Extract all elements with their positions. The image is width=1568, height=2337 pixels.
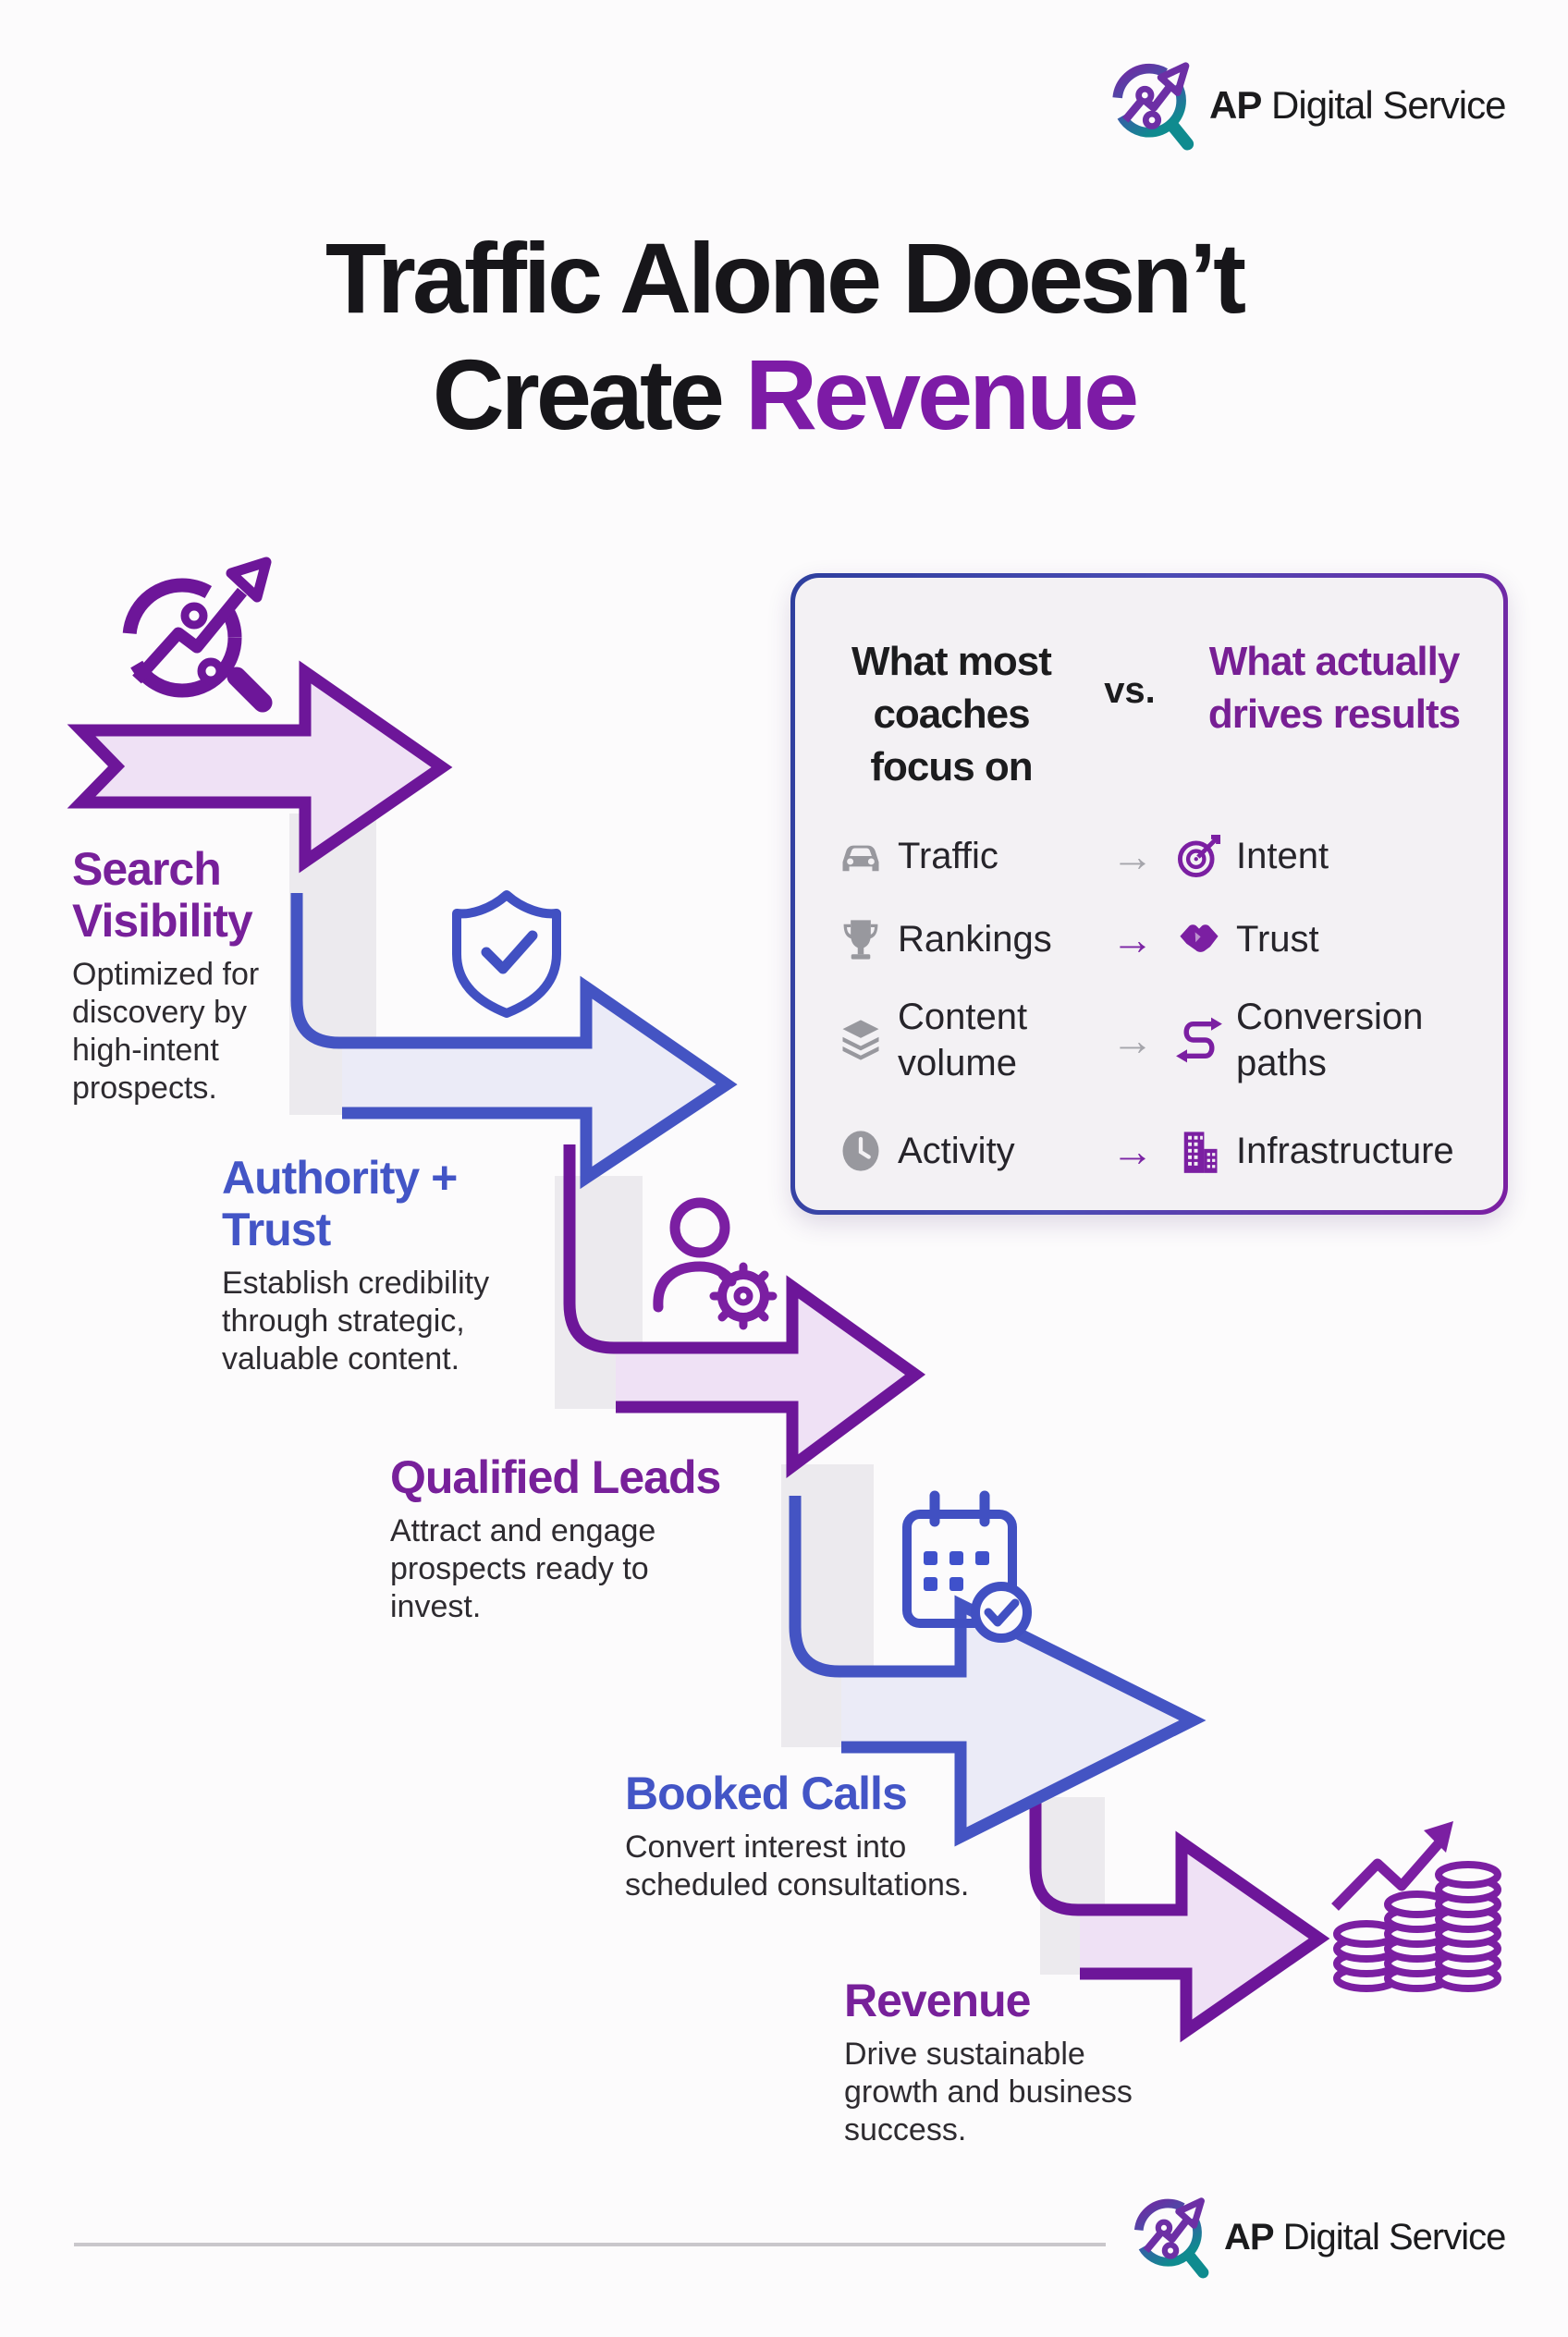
page-title: Traffic Alone Doesn’t Create Revenue	[0, 220, 1568, 453]
comparison-row: Traffic → Intent	[837, 810, 1489, 902]
step-title: Revenue	[844, 1975, 1031, 2026]
person-gear-icon	[653, 1197, 778, 1330]
row-left-label: Activity	[898, 1131, 1015, 1171]
step-title: Booked Calls	[625, 1768, 908, 1819]
step-title: Search Visibility	[72, 843, 253, 947]
arrow-step-3	[616, 1275, 926, 1478]
conversion-path-icon	[1175, 1016, 1223, 1064]
brand-bold: AP	[1224, 2216, 1275, 2257]
step-qualified-leads: Qualified Leads Attract and engage prosp…	[390, 1451, 871, 1626]
brand-rest: Digital Service	[1273, 2216, 1507, 2257]
comparison-right-header: What actually drives results	[1207, 639, 1461, 737]
row-left-label: Content volume	[898, 997, 1028, 1083]
elbow-pipe-2	[290, 893, 592, 1049]
title-line2-accent: Revenue	[744, 338, 1139, 450]
vs-label: vs.	[1104, 670, 1156, 711]
shield-check-icon	[452, 890, 561, 1018]
arrow-step-1	[67, 660, 453, 874]
handshake-icon	[1175, 915, 1223, 963]
brand-rest: Digital Service	[1261, 83, 1506, 127]
arrow-right-icon: →	[1111, 1016, 1154, 1064]
step-description: Convert interest into scheduled consulta…	[625, 1829, 970, 1903]
brand-wordmark: AP Digital Service	[1209, 83, 1506, 128]
brand-logo-icon	[1108, 54, 1196, 157]
arrow-step-2	[342, 975, 738, 1190]
step-search-visibility: Search Visibility Optimized for discover…	[72, 843, 322, 1107]
arrow-right-icon: →	[1111, 1127, 1154, 1175]
step-description: Establish credibility through strategic,…	[222, 1266, 490, 1377]
step-title: Qualified Leads	[390, 1451, 721, 1503]
step-description: Drive sustainable growth and business su…	[844, 2037, 1133, 2147]
arrow-right-icon: →	[1111, 832, 1154, 880]
search-growth-icon	[122, 557, 273, 713]
step-booked-calls: Booked Calls Convert interest into sched…	[625, 1768, 1106, 1904]
comparison-row: Activity → Infrastructure	[837, 1105, 1489, 1197]
row-right-label: Intent	[1236, 836, 1329, 876]
arrow-right-icon: →	[1111, 915, 1154, 963]
header-brand: AP Digital Service	[1108, 54, 1506, 157]
building-icon	[1175, 1127, 1223, 1175]
title-line1: Traffic Alone Doesn’t	[325, 222, 1246, 334]
trophy-icon	[837, 915, 885, 963]
row-right-label: Infrastructure	[1236, 1131, 1454, 1171]
title-line2: Create Revenue	[0, 336, 1568, 453]
brand-bold: AP	[1209, 83, 1262, 127]
car-icon	[837, 832, 885, 880]
row-right-label: Conversion paths	[1236, 997, 1424, 1083]
footer-divider	[74, 2243, 1106, 2246]
step-description: Attract and engage prospects ready to in…	[390, 1513, 656, 1624]
step-authority-trust: Authority + Trust Establish credibility …	[222, 1152, 555, 1378]
calendar-check-icon	[902, 1490, 1032, 1643]
target-icon	[1175, 832, 1223, 880]
footer-brand: AP Digital Service	[1130, 2189, 1507, 2285]
row-right-label: Trust	[1236, 919, 1319, 960]
comparison-left-header: What most coaches focus on	[851, 639, 1052, 789]
row-left-label: Rankings	[898, 919, 1052, 960]
comparison-row: Rankings → Trust	[837, 893, 1489, 985]
step-title: Authority + Trust	[222, 1152, 458, 1255]
step-description: Optimized for discovery by high-intent p…	[72, 957, 260, 1106]
comparison-box: What most coaches focus on vs. What actu…	[790, 573, 1508, 1215]
brand-logo-icon	[1130, 2189, 1211, 2285]
clock-icon	[837, 1127, 885, 1175]
step-revenue: Revenue Drive sustainable growth and bus…	[844, 1975, 1214, 2149]
comparison-row: Content volume → Conversion paths	[837, 985, 1489, 1095]
title-line2-black: Create	[432, 338, 745, 450]
coins-growth-icon	[1331, 1821, 1501, 1992]
brand-wordmark: AP Digital Service	[1224, 2216, 1507, 2258]
elbow-pipe-3	[563, 1144, 800, 1354]
layers-icon	[837, 1016, 885, 1064]
row-left-label: Traffic	[898, 836, 998, 876]
